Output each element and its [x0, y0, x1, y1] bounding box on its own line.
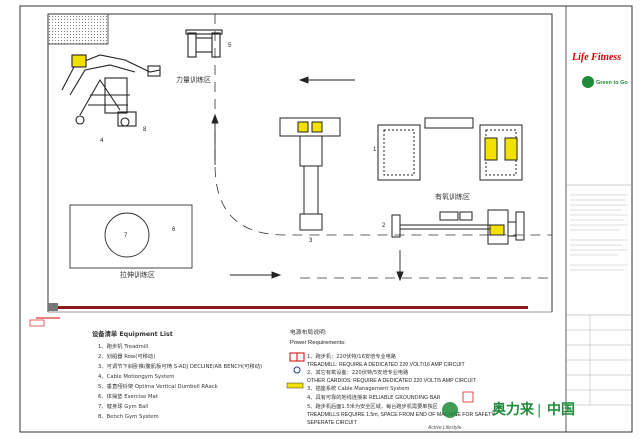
exercise-mat-area: [69, 204, 193, 269]
active-lifestyle-logo: Active Lifestyle: [427, 425, 462, 431]
zone-label-cardio: 有氧训练区: [435, 192, 470, 201]
footer-country: 中国: [547, 401, 575, 418]
green-to-go-logo: Green to Go: [596, 80, 628, 86]
power-line: TREADMILL: REQUIRE A DEDICATED 220 VOLT/…: [307, 362, 466, 368]
marker-7: 7: [124, 233, 128, 239]
door-label-box: [29, 319, 45, 327]
power-line: 1、跑步机：220伏特/16安培专业电路: [307, 352, 397, 360]
life-fitness-logo: Life Fitness: [571, 52, 621, 63]
wall-column: [48, 303, 58, 311]
equipment-list-title: 设备清单 Equipment List: [92, 329, 173, 338]
power-line: 4、具有可靠的地线连接来 RELIABLE GROUNDING BAR: [307, 393, 441, 401]
power-line: TREADMILLS REQUIRE 1.5m, SPACE FROM END …: [307, 412, 496, 418]
structural-column: [47, 13, 109, 45]
mirror-wall-strip: [58, 306, 528, 309]
equipment-item: 3、可调节下斜卧推/腹肌板可椅 S-ADJ DECLINE/AB BENCH(可…: [98, 362, 262, 370]
marker-4: 4: [100, 138, 104, 144]
zone-label-stretch: 拉伸训练区: [120, 270, 155, 279]
power-title-cn: 电源布局说明:: [290, 328, 327, 336]
treadmill-equipment: [377, 117, 523, 181]
gym-ball: [104, 212, 150, 258]
grounding-marker: [462, 391, 474, 403]
power-line: OTHER CARDIOS: REQUIRE A DEDICATED 220 V…: [307, 378, 477, 384]
sheet-border: [19, 5, 633, 433]
room-wall-outline: [48, 13, 553, 312]
title-block: [565, 6, 632, 432]
dumbbell-rack-equipment: [185, 29, 223, 58]
equipment-item: 2、划船器 Row(可移动): [98, 352, 155, 360]
outlet-marker-2: [293, 366, 301, 374]
equipment-item: 4、Cable Motiongym System: [98, 374, 174, 380]
rowing-machine-equipment: [391, 209, 525, 245]
footer-separator: |: [537, 403, 541, 418]
equipment-list: 设备清单 Equipment List 1、跑步机 Treadmill 2、划船…: [92, 329, 262, 420]
flow-arrows: [211, 76, 404, 282]
brand-swoosh-icon: [442, 402, 458, 418]
green-to-go-icon: [582, 76, 594, 88]
marker-3: 3: [309, 238, 313, 244]
cable-motion-gym-equipment: [61, 54, 161, 127]
marker-8: 8: [143, 127, 147, 133]
marker-5: 5: [228, 43, 232, 49]
equipment-item: 1、跑步机 Treadmill: [98, 342, 148, 350]
power-line: 3、插座系统 Cable Management System: [307, 384, 409, 392]
marker-1: 1: [373, 147, 377, 153]
equipment-item: 7、健身球 Gym Ball: [98, 402, 148, 410]
power-line: 5、跑步机后面1.5米为安全区域，每台跑步机需要单独区: [307, 402, 438, 410]
power-requirements: 电源布局说明: Power Requirements: 1、跑步机：220伏特/…: [290, 328, 496, 426]
equipment-item: 8、Bench Gym System: [98, 414, 159, 420]
cable-system-marker: [286, 382, 304, 389]
power-line: 2、其它有氧设备：220伏特/5安培专业电路: [307, 368, 409, 376]
footer-brand-name: 奥力来: [492, 401, 535, 418]
decline-ab-bench-equipment: [279, 117, 341, 231]
walkway-line: [214, 14, 552, 236]
zone-label-strength: 力量训练区: [176, 75, 211, 84]
power-line: SEPERATE CIRCUIT: [307, 420, 358, 426]
marker-6: 6: [172, 227, 176, 233]
power-title-en: Power Requirements:: [290, 340, 346, 346]
marker-2: 2: [382, 223, 386, 229]
equipment-item: 6、体操垫 Exercise Mat: [98, 392, 158, 400]
equipment-item: 5、垂直哑铃架 Optima Vertical Dumbell RAack: [98, 382, 219, 390]
